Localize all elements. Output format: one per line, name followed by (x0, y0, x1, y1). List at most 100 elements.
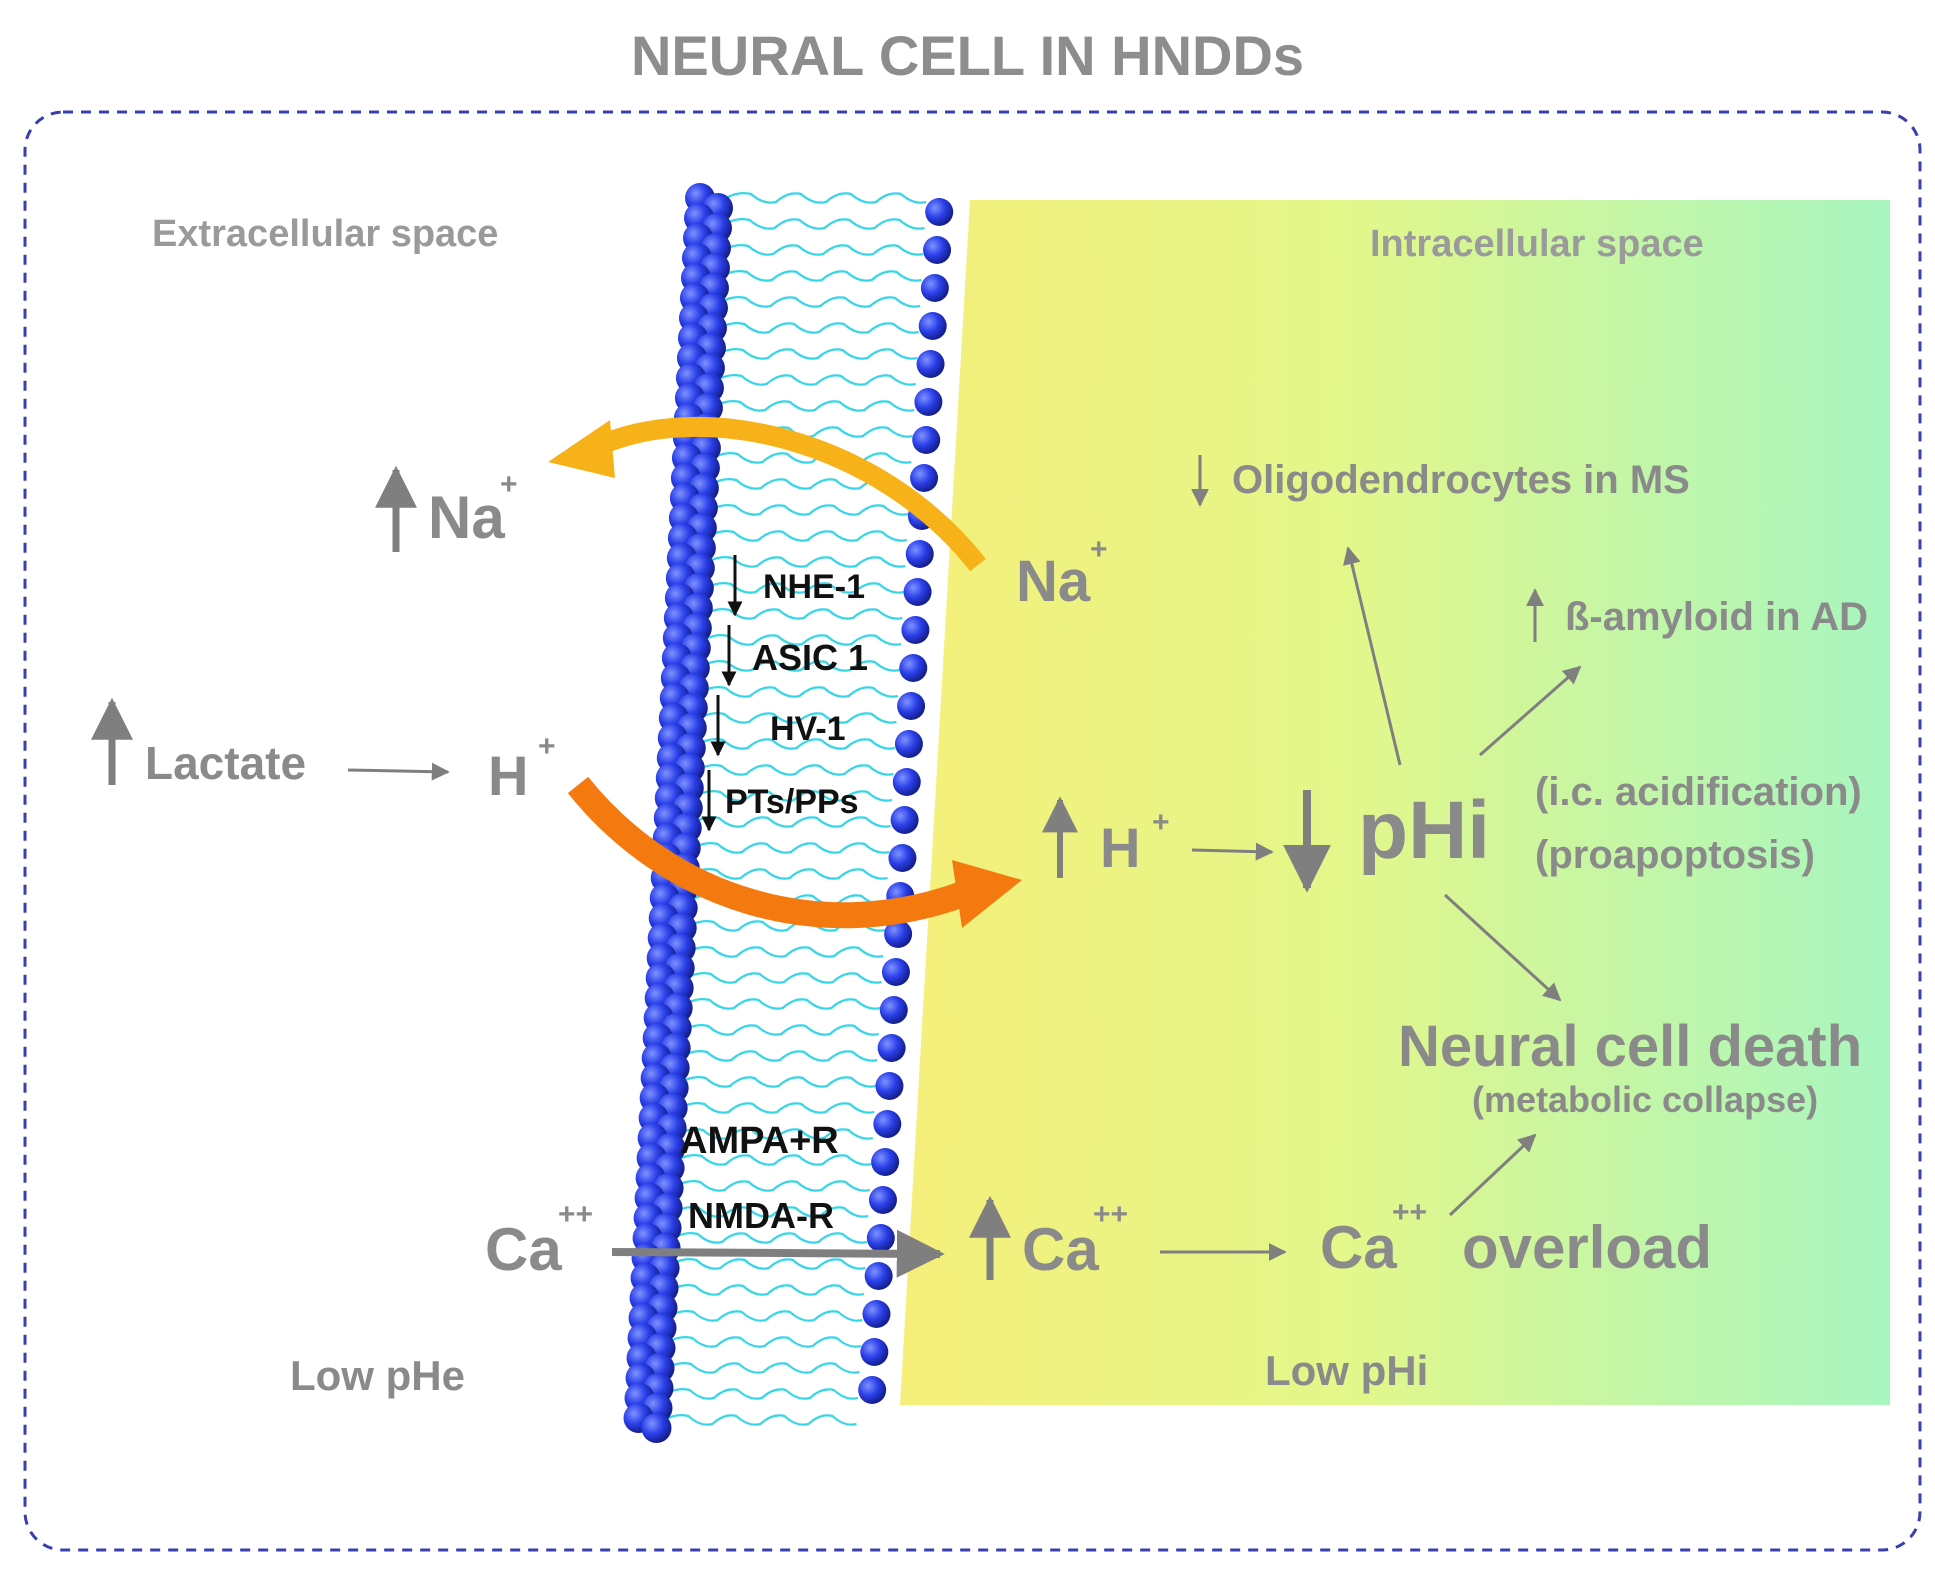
transporter-arrows (701, 555, 743, 832)
phospholipid-head (888, 844, 917, 872)
transporter-asic1: ASIC 1 (752, 637, 869, 678)
phospholipid-head (873, 1110, 902, 1138)
phospholipid-head (905, 540, 934, 568)
lipid-tail (673, 1232, 868, 1244)
lipid-tail (676, 1154, 872, 1166)
ca-extracellular-label: Ca (485, 1216, 562, 1283)
neural-cell-death-label: Neural cell death (1398, 1014, 1863, 1079)
lipid-tail (705, 582, 905, 594)
receptor-ampa: AMPA+R (680, 1120, 839, 1162)
lipid-tail (671, 1258, 866, 1270)
lactate-label: Lactate (145, 737, 307, 789)
na-extracellular-charge: + (500, 468, 518, 501)
transporter-hv1: HV-1 (770, 710, 846, 748)
na-exchange-arrow (548, 416, 986, 572)
phospholipid-head (890, 806, 919, 834)
phospholipid-head (866, 1224, 895, 1252)
phospholipid-head (894, 730, 923, 758)
na-extracellular-label: Na (428, 484, 505, 551)
cell-frame (23, 110, 1922, 1552)
pathway-arrows (91, 455, 1582, 1280)
lipid-tail (694, 816, 891, 828)
lipid-tail (670, 1284, 865, 1296)
lipid-tail (680, 1076, 876, 1088)
lipid-tail (721, 270, 922, 282)
lipid-tail (686, 972, 882, 984)
lipid-tail (718, 322, 919, 334)
phospholipid-head (877, 1034, 906, 1062)
h-extracellular-label: H (488, 744, 529, 807)
phospholipid-head (884, 920, 913, 948)
metabolic-collapse-label: (metabolic collapse) (1472, 1079, 1819, 1120)
lipid-tail (682, 1050, 878, 1062)
phospholipid-head (860, 1338, 889, 1366)
membrane-outer-heads (623, 183, 733, 1443)
proapoptosis-label: (proapoptosis) (1535, 833, 1815, 877)
phospholipid-head (862, 1300, 891, 1328)
ca-overload-word-label: overload (1462, 1214, 1713, 1281)
membrane-inner-heads (858, 198, 954, 1404)
lipid-tail (667, 1336, 862, 1348)
h-intracellular-charge: + (1152, 806, 1170, 839)
phospholipid-head (910, 464, 939, 492)
lipid-tail (669, 1310, 863, 1322)
intracellular-space-label: Intracellular space (1370, 223, 1704, 265)
lipid-tail (663, 1414, 857, 1426)
phospholipid-head (925, 198, 954, 226)
extracellular-space-label: Extracellular space (152, 213, 499, 255)
h-to-phi-arrow (1191, 842, 1274, 861)
lipid-tail (678, 1128, 873, 1140)
phospholipid-head (864, 1262, 893, 1290)
phospholipid-head (871, 1148, 900, 1176)
lipid-tail (684, 998, 881, 1010)
phospholipid-head (912, 426, 941, 454)
phospholipid-head (875, 1072, 904, 1100)
lipid-tail (695, 790, 893, 802)
phospholipid-head (918, 312, 947, 340)
ca-extracellular-charge: ++ (558, 1198, 594, 1231)
phi-to-death-arrow (1443, 893, 1562, 1002)
overload-to-death-arrow (1448, 1133, 1537, 1217)
lipid-tail (717, 348, 918, 360)
lipid-tail (714, 400, 915, 412)
lipid-tail (675, 1180, 871, 1192)
h-extracellular-charge: + (538, 730, 556, 763)
lactate-to-h-arrow (347, 762, 450, 781)
ca-intracellular-charge: ++ (1093, 1198, 1129, 1231)
diagram-title: NEURAL CELL IN HNDDs (630, 24, 1305, 87)
lipid-tail (674, 1206, 869, 1218)
phospholipid-head (881, 958, 910, 986)
acidification-label: (i.c. acidification) (1535, 770, 1862, 814)
phi-label: pHi (1358, 785, 1491, 876)
ca-influx-arrow (611, 1229, 945, 1278)
lipid-tail (708, 530, 908, 542)
lipid-tail (683, 1024, 879, 1036)
lipid-tail (709, 504, 909, 516)
na-intracellular-label: Na (1016, 549, 1091, 614)
phospholipid-head (858, 1376, 887, 1404)
phospholipid-head (901, 616, 930, 644)
lipid-tail (703, 634, 902, 646)
lipid-tail (725, 192, 927, 204)
lipid-tail (666, 1362, 860, 1374)
lipid-tail (699, 712, 897, 724)
phospholipid-head (916, 350, 945, 378)
phi-to-amyloid-arrow (1479, 665, 1582, 757)
lipid-tail (700, 686, 899, 698)
phi-to-oligo-arrow (1343, 546, 1402, 766)
low-phi-label: Low pHi (1265, 1347, 1429, 1394)
ca-overload-ion-label: Ca (1320, 1214, 1397, 1281)
phospholipid-head (892, 768, 921, 796)
intracellular-region (900, 200, 1890, 1405)
transporter-nhe1: NHE-1 (763, 568, 866, 606)
phospholipid-head (868, 1186, 897, 1214)
phospholipid-head (923, 236, 952, 264)
lipid-tails (663, 192, 927, 1426)
receptor-nmda: NMDA-R (688, 1195, 834, 1236)
ca-intracellular-label: Ca (1022, 1216, 1099, 1283)
lipid-tail (701, 660, 900, 672)
lipid-tail (724, 218, 925, 230)
amyloid-label: ß-amyloid in AD (1565, 595, 1868, 639)
